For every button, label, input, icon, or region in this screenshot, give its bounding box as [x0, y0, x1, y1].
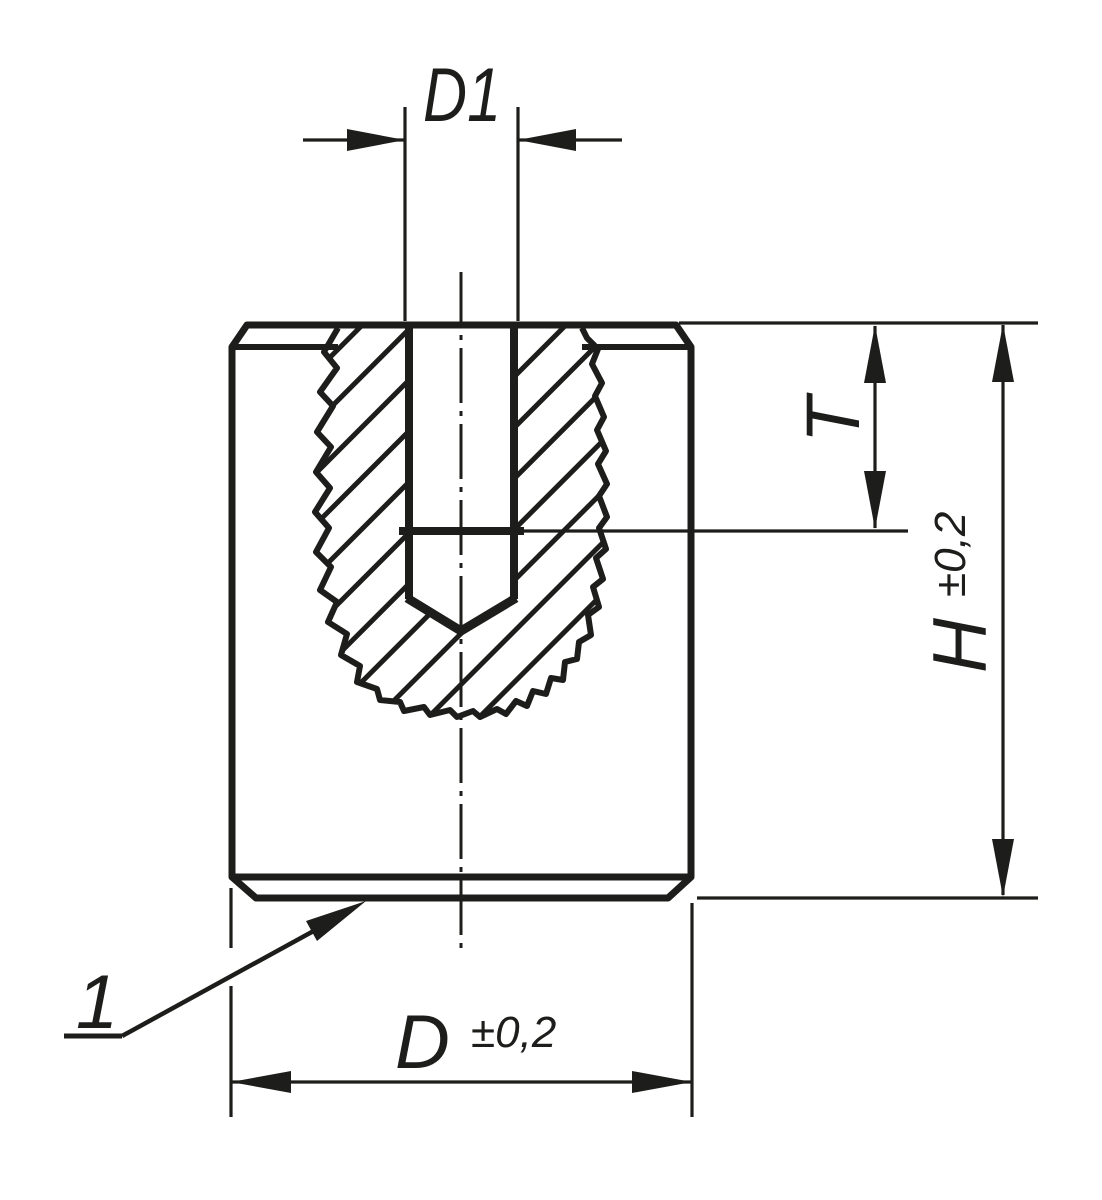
h-label: H ±0,2 [918, 512, 1003, 673]
part-section-view [228, 272, 695, 955]
d1-arrowhead-right [518, 129, 576, 151]
d1-label: D1 [423, 53, 501, 138]
h-tolerance: ±0,2 [926, 512, 975, 597]
h-arrowhead-bottom [992, 839, 1014, 897]
callout-label: 1 [76, 960, 118, 1045]
d-arrowhead-right [632, 1071, 692, 1093]
t-arrowhead-bottom [864, 471, 886, 529]
callout-leader-arrowhead [306, 901, 366, 941]
h-label-letter: H [918, 618, 1003, 673]
dimension-d: D ±0,2 [229, 888, 694, 1117]
t-label: T [791, 392, 876, 443]
callout-1: 1 [64, 901, 366, 1045]
d-arrowhead-left [231, 1071, 291, 1093]
t-arrowhead-top [864, 325, 886, 383]
callout-leader-line [120, 920, 332, 1038]
d-tolerance: ±0,2 [471, 1008, 556, 1057]
dimension-d1: D1 [303, 53, 622, 321]
h-arrowhead-top [992, 324, 1014, 382]
dimension-h: H ±0,2 [679, 321, 1038, 900]
thread-boundary-outline [312, 326, 610, 720]
dimension-t: T [524, 325, 908, 533]
d-label: D ±0,2 [395, 1000, 556, 1085]
thread-hatching [315, 325, 607, 717]
d-label-letter: D [395, 1000, 450, 1085]
d1-arrowhead-left [347, 129, 405, 151]
